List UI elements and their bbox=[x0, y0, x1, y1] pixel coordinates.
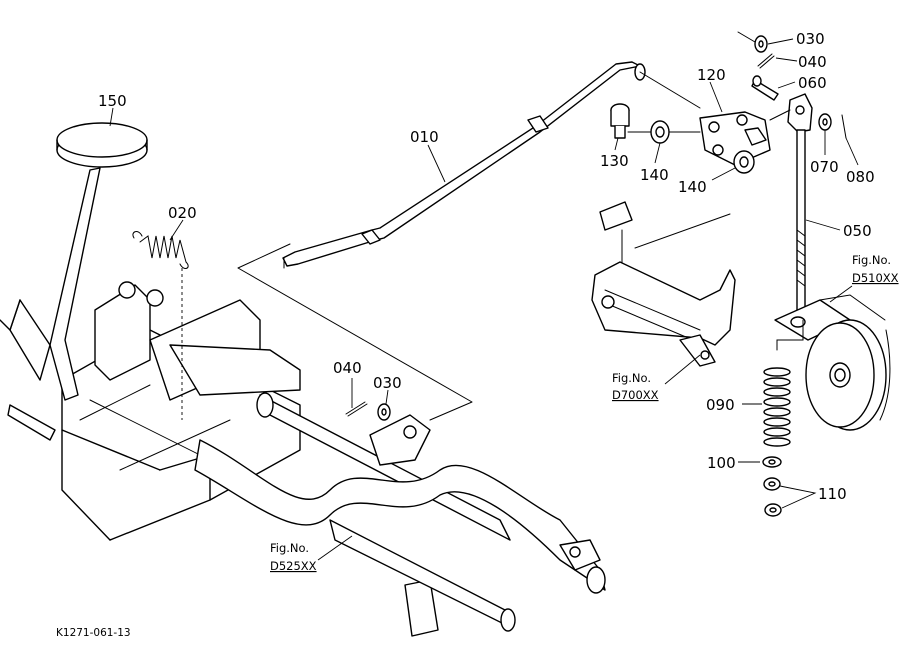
pivot-pin bbox=[610, 103, 701, 139]
leader-d525 bbox=[317, 535, 353, 561]
bracket-d700 bbox=[591, 201, 736, 367]
label-110: 110 bbox=[818, 485, 847, 503]
figref-d700-code: D700XX bbox=[612, 388, 659, 402]
cotter-040-top bbox=[757, 53, 775, 69]
drawing-code: K1271-061-13 bbox=[56, 627, 131, 639]
leader-140b bbox=[711, 167, 736, 181]
pin-080 bbox=[841, 114, 847, 139]
label-030-top: 030 bbox=[796, 30, 825, 48]
label-040-bottom: 040 bbox=[333, 359, 362, 377]
figref-d510-caption: Fig.No. bbox=[852, 253, 891, 267]
label-070: 070 bbox=[810, 158, 839, 176]
leader-110 bbox=[779, 485, 817, 509]
label-130: 130 bbox=[600, 152, 629, 170]
washer-100 bbox=[762, 456, 782, 468]
leader-150 bbox=[109, 107, 114, 127]
brake-drum-assembly bbox=[774, 294, 891, 431]
leader-030-top bbox=[767, 38, 794, 45]
label-120: 120 bbox=[697, 66, 726, 84]
label-100: 100 bbox=[707, 454, 736, 472]
figref-d525-code: D525XX bbox=[270, 559, 317, 573]
leader-130 bbox=[614, 137, 619, 151]
reference-plane bbox=[237, 243, 473, 421]
label-150: 150 bbox=[98, 92, 127, 110]
label-060: 060 bbox=[798, 74, 827, 92]
leader-d510 bbox=[829, 285, 853, 303]
leader-140a bbox=[654, 142, 661, 164]
leader-060 bbox=[777, 81, 796, 89]
washer-030-bottom bbox=[377, 403, 391, 421]
cotter-040-bottom bbox=[345, 401, 368, 417]
leader-050 bbox=[805, 219, 841, 231]
clevis-pin-060 bbox=[751, 75, 779, 101]
return-spring bbox=[132, 231, 189, 420]
leader-d700 bbox=[664, 354, 701, 385]
leader-040-top bbox=[775, 57, 798, 62]
washer-070 bbox=[818, 113, 832, 131]
washer-140-b bbox=[733, 150, 755, 174]
leader-020 bbox=[169, 219, 184, 241]
figref-d510-code: D510XX bbox=[852, 271, 899, 285]
nut-110-b bbox=[764, 503, 782, 517]
figref-d700-caption: Fig.No. bbox=[612, 371, 651, 385]
label-050: 050 bbox=[843, 222, 872, 240]
label-010: 010 bbox=[410, 128, 439, 146]
label-030-bottom: 030 bbox=[373, 374, 402, 392]
label-080: 080 bbox=[846, 168, 875, 186]
compression-spring bbox=[763, 319, 804, 447]
leader-080 bbox=[845, 137, 859, 166]
brake-rod bbox=[282, 61, 646, 269]
washer-140-a bbox=[650, 120, 670, 144]
yoke-rod bbox=[769, 93, 813, 311]
lever-plate bbox=[639, 71, 771, 166]
label-090: 090 bbox=[706, 396, 735, 414]
brake-pedal bbox=[0, 122, 148, 401]
label-040-top: 040 bbox=[798, 53, 827, 71]
label-140-b: 140 bbox=[678, 178, 707, 196]
leader-030-bottom bbox=[385, 389, 389, 405]
label-020: 020 bbox=[168, 204, 197, 222]
nut-110-a bbox=[763, 477, 781, 491]
washer-030-top bbox=[737, 31, 768, 53]
label-140-a: 140 bbox=[640, 166, 669, 184]
leader-120 bbox=[709, 81, 723, 113]
figref-d525-caption: Fig.No. bbox=[270, 541, 309, 555]
pedal-frame-assembly bbox=[7, 281, 606, 637]
leader-010 bbox=[427, 144, 446, 183]
